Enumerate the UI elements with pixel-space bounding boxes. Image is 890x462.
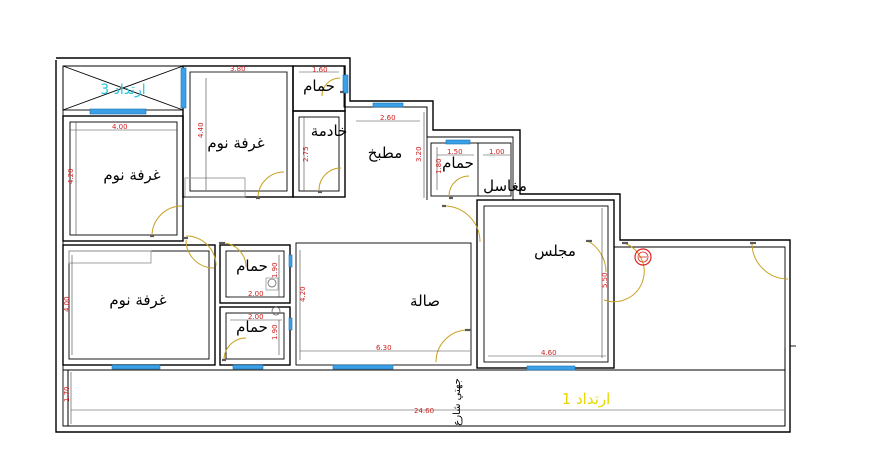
dim-label: 4.40 <box>197 122 205 138</box>
window-bath-small2 <box>288 317 293 331</box>
dim-label: 3.20 <box>415 146 423 162</box>
dim-label: 24.60 <box>414 407 434 415</box>
stamp-icon <box>634 248 652 266</box>
room-label-bath-mid2: حمام <box>236 318 268 336</box>
dimension-lines <box>70 71 784 424</box>
fixtures <box>265 277 281 316</box>
room-label-bedroom-bottom: غرفة نوم <box>109 291 166 309</box>
dim-label: 4.20 <box>299 286 307 302</box>
dim-label: 6.30 <box>376 344 392 352</box>
room-label-bath-mid1: حمام <box>236 257 268 275</box>
dim-label: 1.60 <box>312 66 328 74</box>
dim-label: 1.70 <box>63 386 71 402</box>
room-label-bedroom-top: غرفة نوم <box>207 134 264 152</box>
setback-rail <box>63 348 786 426</box>
dim-label: 4.60 <box>541 349 557 357</box>
street-side-label: جهتي شارع <box>452 378 463 426</box>
room-label-sinks: مغاسل <box>483 177 527 195</box>
dim-label: 1.50 <box>447 148 463 156</box>
room-labels: غرفة نوم غرفة نوم غرفة نوم حمام خادمة مط… <box>103 77 576 336</box>
window-hall <box>332 364 394 370</box>
dim-label: 1.80 <box>435 158 443 174</box>
room-label-kitchen: مطبخ <box>368 144 403 162</box>
window-kitchen <box>372 102 404 108</box>
dim-label: 1.90 <box>271 324 279 340</box>
window-bedroom-bottom <box>111 364 161 370</box>
window-majlis <box>526 365 576 371</box>
dim-label: 1.00 <box>489 148 505 156</box>
dim-label: 2.00 <box>248 313 264 321</box>
window-bath-mid <box>232 364 264 370</box>
window-bath-right <box>445 139 471 145</box>
dim-label: 3.80 <box>230 65 246 73</box>
room-label-bath-top: حمام <box>303 77 335 95</box>
room-label-maid: خادمة <box>311 122 348 140</box>
dim-label: 1.90 <box>271 262 279 278</box>
dim-label: 4.00 <box>63 296 71 312</box>
setback-top-label: ارتداد 3 <box>100 82 145 98</box>
setback-bottom-label: ارتداد 1 <box>562 390 611 408</box>
window-setback-side <box>180 67 187 109</box>
dim-label: 4.00 <box>112 123 128 131</box>
room-label-majlis: مجلس <box>534 242 576 260</box>
dim-label: 2.60 <box>380 114 396 122</box>
windows <box>89 67 576 371</box>
dim-label: 2.00 <box>248 290 264 298</box>
room-label-bedroom-left: غرفة نوم <box>103 166 160 184</box>
dim-label: 2.75 <box>302 146 310 162</box>
dimension-labels: 3.80 1.60 4.00 4.40 4.20 2.75 2.60 3.20 … <box>63 65 609 415</box>
window-top-setback <box>89 108 147 115</box>
dim-label: 4.20 <box>67 168 75 184</box>
room-label-bath-right: حمام <box>442 154 474 172</box>
doors <box>150 77 789 363</box>
window-bath-top <box>342 74 349 94</box>
window-bath-small1 <box>288 254 293 268</box>
room-label-hall: صالة <box>410 292 440 310</box>
dim-label: 5.50 <box>601 272 609 288</box>
